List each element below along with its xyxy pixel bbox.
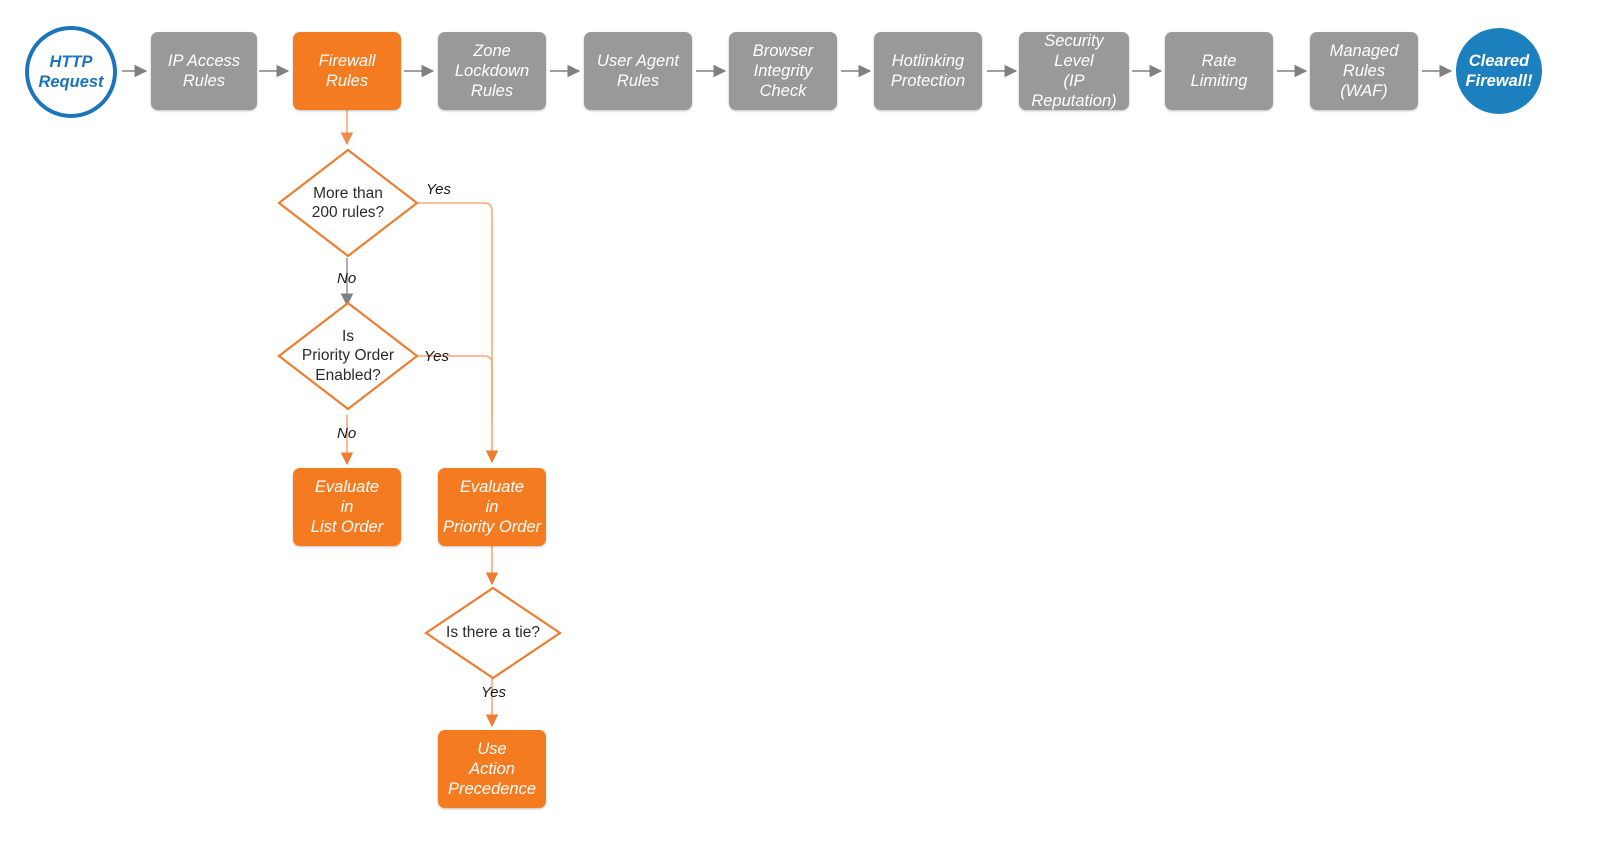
node-firewall-rules[interactable]: Firewall Rules [293, 32, 401, 110]
node-label: Is Priority Order Enabled? [301, 327, 395, 384]
node-http-request[interactable]: HTTP Request [25, 26, 117, 118]
node-label: IP Access Rules [167, 51, 241, 90]
node-ip-access-rules[interactable]: IP Access Rules [151, 32, 257, 110]
node-label: Rate Limiting [1190, 51, 1248, 90]
node-label: HTTP Request [38, 52, 104, 91]
node-label: User Agent Rules [597, 51, 679, 90]
node-use-action-precedence[interactable]: Use Action Precedence [438, 730, 546, 808]
node-managed-rules-waf[interactable]: Managed Rules (WAF) [1310, 32, 1418, 110]
node-rate-limiting[interactable]: Rate Limiting [1165, 32, 1273, 110]
edge-label-priority-order-no: No [337, 425, 357, 442]
node-more-than-200-rules[interactable]: More than 200 rules? [277, 148, 419, 258]
edge-label-priority-order-yes: Yes [424, 348, 450, 365]
node-label: Use Action Precedence [447, 739, 537, 799]
node-priority-order-enabled[interactable]: Is Priority Order Enabled? [277, 301, 419, 411]
edge-label-tie-yes: Yes [481, 684, 507, 701]
node-evaluate-in-list-order[interactable]: Evaluate in List Order [293, 468, 401, 546]
edge-more-than-200-yes [418, 202, 499, 464]
node-label: Evaluate in Priority Order [442, 477, 542, 537]
node-cleared-firewall[interactable]: Cleared Firewall! [1456, 28, 1542, 114]
node-evaluate-in-priority-order[interactable]: Evaluate in Priority Order [438, 468, 546, 546]
node-label: Cleared Firewall! [1465, 51, 1533, 90]
node-label: More than 200 rules? [311, 184, 385, 221]
node-label: Is there a tie? [446, 624, 540, 642]
edge-priority-order-yes [418, 355, 493, 420]
node-hotlinking-protection[interactable]: Hotlinking Protection [874, 32, 982, 110]
node-label: Security Level (IP Reputation) [1031, 31, 1117, 111]
node-zone-lockdown-rules[interactable]: Zone Lockdown Rules [438, 32, 546, 110]
node-label: Hotlinking Protection [890, 51, 966, 90]
edge-label-more-than-200-no: No [337, 270, 357, 287]
node-security-level[interactable]: Security Level (IP Reputation) [1019, 32, 1129, 110]
node-browser-integrity-check[interactable]: Browser Integrity Check [729, 32, 837, 110]
edge-label-more-than-200-yes: Yes [426, 181, 452, 198]
diamond-shape [424, 586, 562, 680]
node-is-there-a-tie[interactable]: Is there a tie? [424, 586, 562, 680]
node-label: Firewall Rules [318, 51, 376, 90]
node-label: Evaluate in List Order [310, 477, 384, 537]
node-user-agent-rules[interactable]: User Agent Rules [584, 32, 692, 110]
diamond-shape [277, 301, 419, 411]
node-label: Browser Integrity Check [752, 41, 814, 101]
diamond-shape [277, 148, 419, 258]
node-label: Zone Lockdown Rules [454, 41, 530, 101]
node-label: Managed Rules (WAF) [1329, 41, 1399, 101]
